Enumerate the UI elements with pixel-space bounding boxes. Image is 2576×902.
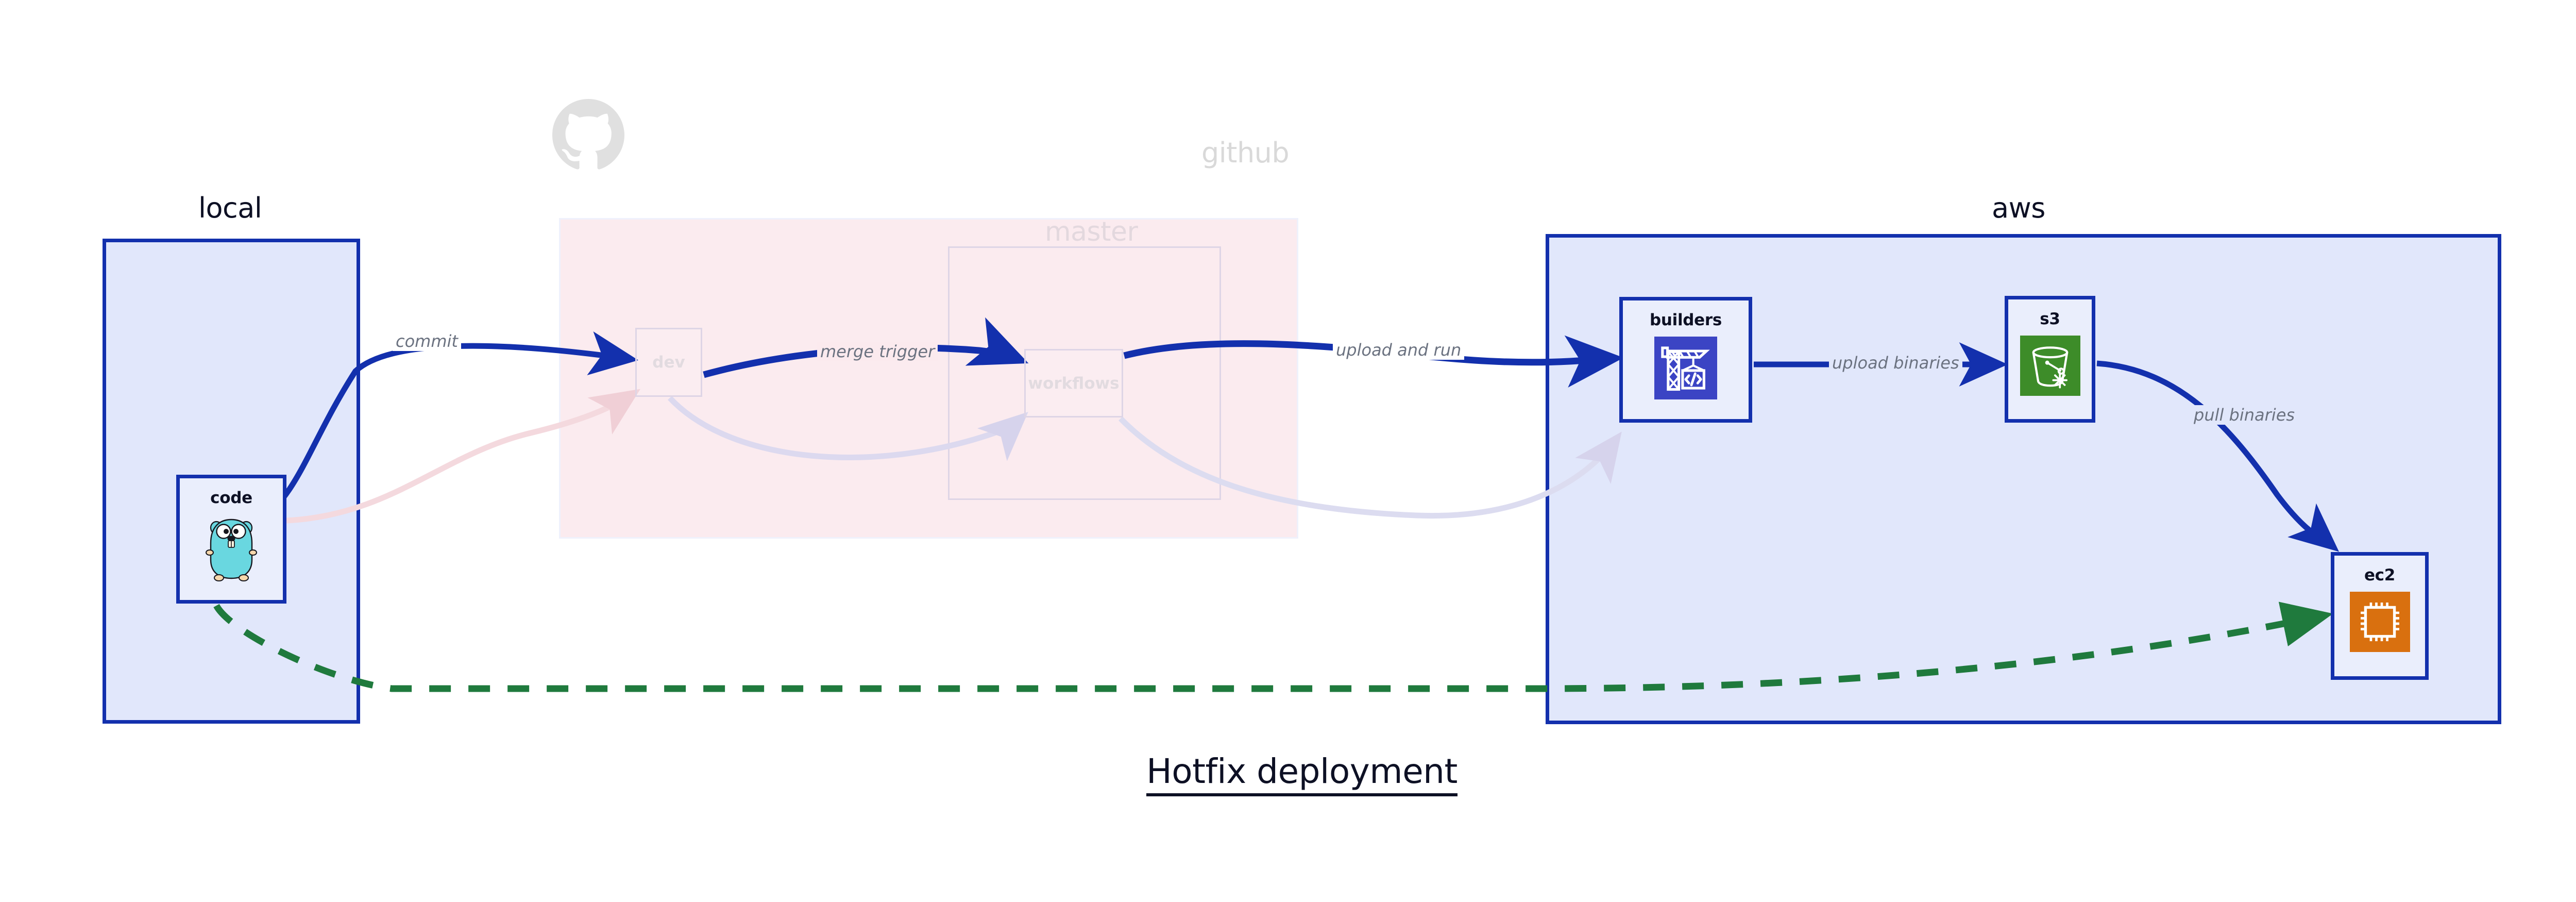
edge-label-pull-binaries: pull binaries bbox=[2191, 405, 2298, 425]
node-workflows-label: workflows bbox=[1028, 374, 1120, 393]
diagram-title: Hotfix deployment bbox=[0, 751, 2576, 796]
node-builders-label: builders bbox=[1649, 311, 1722, 329]
node-dev-label: dev bbox=[652, 353, 685, 372]
node-ec2-label: ec2 bbox=[2364, 566, 2396, 584]
group-aws-label: aws bbox=[1992, 192, 2045, 224]
edge-label-upload-and-run: upload and run bbox=[1333, 340, 1465, 360]
node-dev[interactable]: dev bbox=[635, 328, 702, 397]
edge-label-upload-binaries: upload binaries bbox=[1829, 353, 1962, 373]
node-code[interactable]: code bbox=[176, 475, 286, 604]
edge-label-commit: commit bbox=[393, 331, 461, 351]
group-local-label: local bbox=[198, 192, 262, 224]
go-gopher-icon bbox=[206, 519, 257, 581]
node-s3-label: s3 bbox=[2040, 310, 2060, 328]
node-s3[interactable]: s3 bbox=[2005, 296, 2095, 423]
node-ec2[interactable]: ec2 bbox=[2331, 552, 2429, 680]
aws-s3-bucket-icon bbox=[2020, 336, 2080, 396]
node-code-label: code bbox=[210, 489, 252, 507]
group-github-label: github bbox=[1201, 137, 1290, 169]
group-master-label: master bbox=[1045, 216, 1138, 247]
node-builders[interactable]: builders bbox=[1619, 297, 1752, 423]
diagram-title-text: Hotfix deployment bbox=[1146, 751, 1458, 796]
github-octocat-icon bbox=[552, 99, 624, 170]
aws-codebuild-icon bbox=[1654, 337, 1717, 399]
node-workflows[interactable]: workflows bbox=[1024, 349, 1123, 417]
aws-ec2-chip-icon bbox=[2349, 592, 2410, 652]
edge-label-merge-trigger: merge trigger bbox=[817, 342, 938, 361]
